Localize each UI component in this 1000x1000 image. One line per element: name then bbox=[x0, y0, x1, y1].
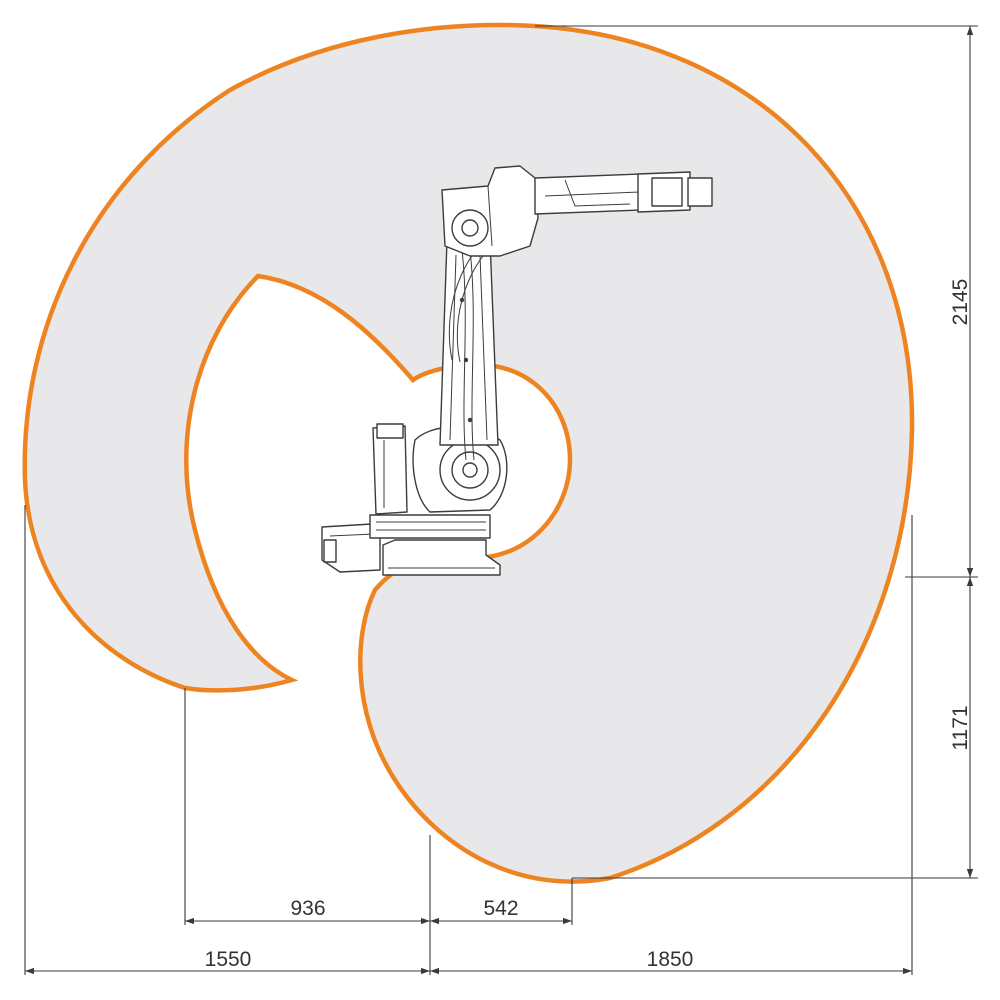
robot-turntable bbox=[369, 514, 491, 539]
robot-arm-illustration bbox=[321, 165, 713, 576]
robot-lower-arm bbox=[439, 239, 499, 446]
dim-label-bottom-reach: 1171 bbox=[949, 705, 972, 750]
dimension-lines bbox=[25, 26, 974, 975]
dim-label-top-reach: 2145 bbox=[949, 279, 972, 326]
robot-balancer bbox=[372, 425, 408, 515]
extension-lines bbox=[24, 25, 978, 975]
dim-label-left-inner: 936 bbox=[290, 897, 325, 920]
dim-label-right-inner: 542 bbox=[483, 897, 518, 920]
robot-flange bbox=[687, 177, 713, 207]
dim-label-right-outer: 1850 bbox=[647, 948, 694, 971]
dim-label-left-outer: 1550 bbox=[205, 948, 252, 971]
robot-base bbox=[382, 539, 501, 576]
